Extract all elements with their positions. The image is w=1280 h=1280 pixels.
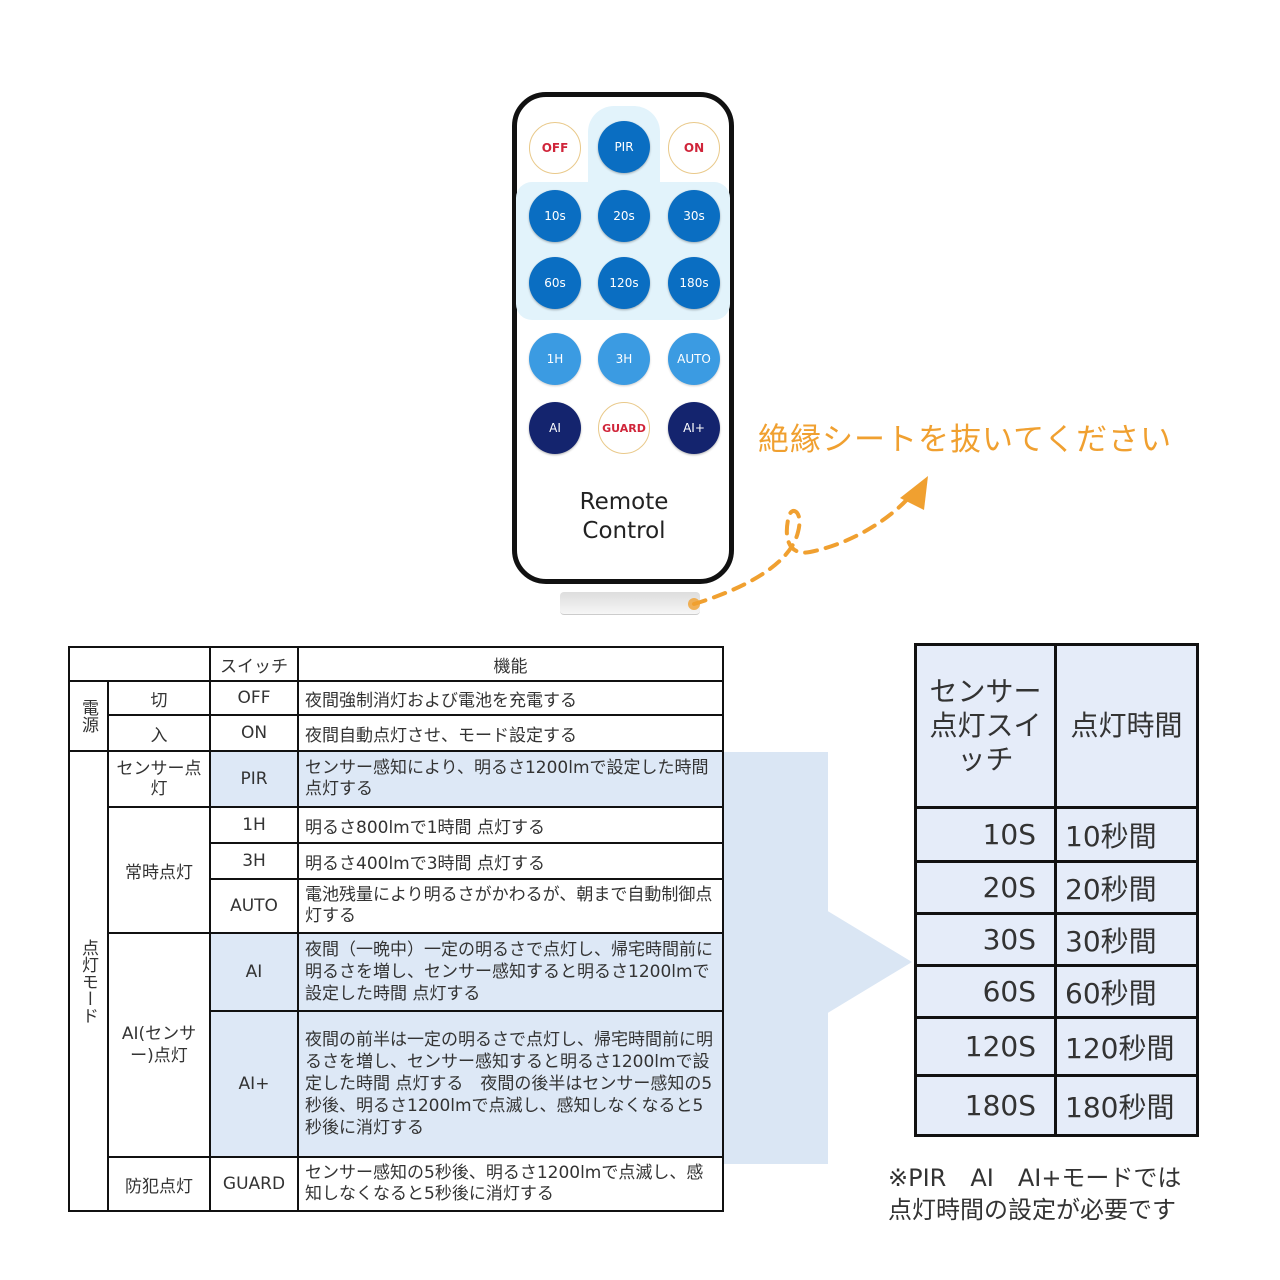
table-row: AUTO 電池残量により明るさがかわるが、朝まで自動制御点灯する bbox=[69, 878, 724, 934]
timer-120s-button[interactable]: 120s bbox=[598, 257, 650, 309]
mode-aiplus-button[interactable]: AI+ bbox=[668, 402, 720, 454]
timer-30s-button[interactable]: 30s bbox=[668, 190, 720, 242]
timer-10s-button[interactable]: 10s bbox=[529, 190, 581, 242]
group-mode: 点灯モード bbox=[68, 750, 109, 1212]
table-row: AI(センサー)点灯 AI 夜間（一晩中）一定の明るさで点灯し、帰宅時間前に明る… bbox=[69, 932, 724, 1158]
header-function: 機能 bbox=[297, 646, 724, 682]
dashed-arrow-icon bbox=[688, 476, 928, 610]
function-table: スイッチ 機能 電源 切 OFF 夜間強制消灯および電池を充電する 入 ON 夜… bbox=[68, 646, 724, 1212]
table-row: AI+ 夜間の前半は一定の明るさで点灯し、帰宅時間前に明るさを増し、センサー感知… bbox=[69, 1010, 724, 1158]
on-button[interactable]: ON bbox=[668, 122, 720, 174]
header-sensor-switch: センサー点灯スイッチ bbox=[914, 643, 1057, 809]
callout-arrow bbox=[724, 752, 828, 1164]
mode-guard-button[interactable]: GUARD bbox=[598, 402, 650, 454]
remote-label: Remote Control bbox=[579, 489, 669, 544]
table-corner bbox=[68, 646, 211, 682]
mode-1h-button[interactable]: 1H bbox=[529, 333, 581, 385]
timer-180s-button[interactable]: 180s bbox=[668, 257, 720, 309]
mode-3h-button[interactable]: 3H bbox=[598, 333, 650, 385]
pir-button[interactable]: PIR bbox=[598, 121, 650, 173]
footnote: ※PIR AI AI+モードでは 点灯時間の設定が必要です bbox=[888, 1164, 1182, 1224]
table-row: 防犯点灯 GUARD センサー感知の5秒後、明るさ1200lmで点滅し、感知しな… bbox=[69, 1156, 724, 1212]
header-switch: スイッチ bbox=[209, 646, 299, 682]
table-row: 電源 切 OFF 夜間強制消灯および電池を充電する bbox=[68, 680, 724, 752]
header-duration: 点灯時間 bbox=[1054, 643, 1199, 809]
callout-arrow-tip bbox=[826, 910, 912, 1014]
table-row: 常時点灯 1H 明るさ800lmで1時間 点灯する bbox=[69, 806, 724, 934]
mode-ai-button[interactable]: AI bbox=[529, 402, 581, 454]
table-row: 点灯モード センサー点灯 PIR センサー感知により、明るさ1200lmで設定し… bbox=[68, 750, 724, 1212]
timer-60s-button[interactable]: 60s bbox=[529, 257, 581, 309]
table-row: 3H 明るさ400lmで3時間 点灯する bbox=[69, 842, 724, 880]
table-row: 入 ON 夜間自動点灯させ、モード設定する bbox=[69, 714, 724, 752]
remote-shadow bbox=[560, 592, 700, 615]
mode-auto-button[interactable]: AUTO bbox=[668, 333, 720, 385]
group-power: 電源 bbox=[68, 680, 109, 752]
off-button[interactable]: OFF bbox=[529, 122, 581, 174]
timer-20s-button[interactable]: 20s bbox=[598, 190, 650, 242]
remove-insulation-sheet-notice: 絶縁シートを抜いてください bbox=[758, 422, 1173, 458]
